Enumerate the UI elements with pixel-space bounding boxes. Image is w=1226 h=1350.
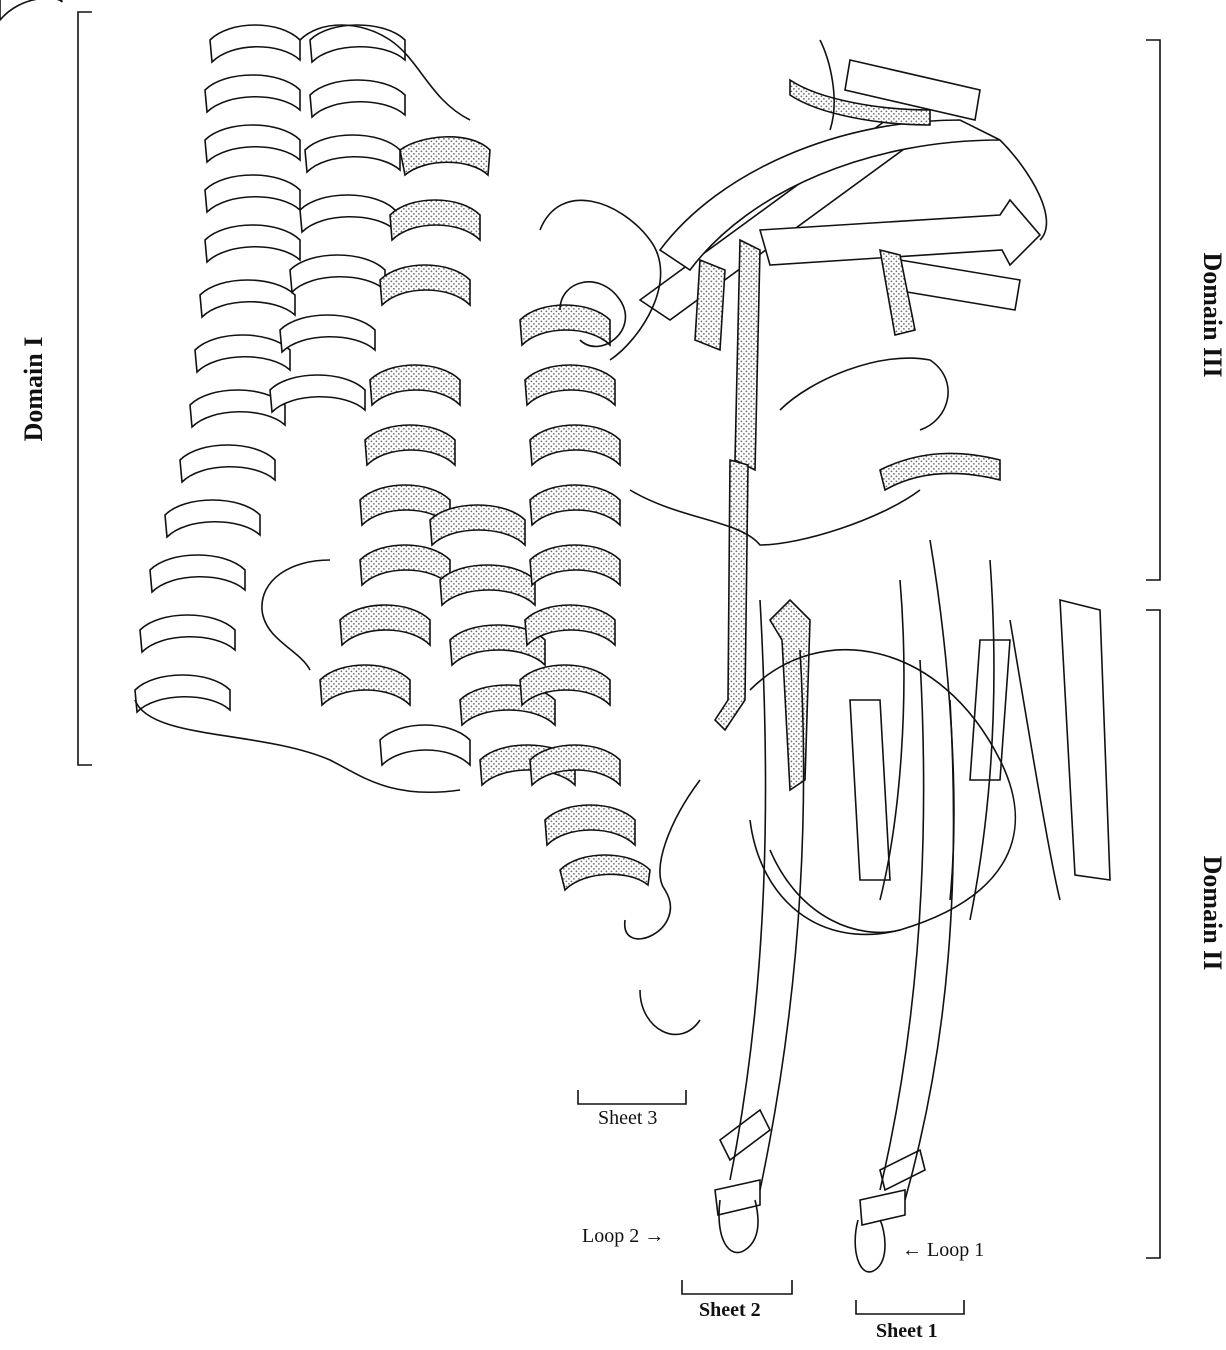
domain-1-label: Domain I — [21, 329, 47, 449]
sheet-1-strand-long-b — [905, 700, 954, 1200]
helix-stippled-1 — [320, 365, 470, 765]
bracket-domain-1 — [78, 12, 92, 765]
domain-3-loop-c — [630, 490, 920, 545]
strand-2j — [880, 1150, 925, 1190]
bracket-sheet-3 — [578, 1090, 686, 1104]
domain-1-helices — [0, 0, 650, 890]
strand-3j-stippled — [880, 453, 1000, 490]
domain-2-loop-lower — [640, 990, 700, 1034]
helix-stippled-3 — [520, 305, 650, 890]
sheet-1-label: Sheet 1 — [876, 1321, 938, 1341]
sheet-2-label: Sheet 2 — [699, 1300, 761, 1320]
strand-3e — [895, 260, 1020, 310]
domain-3-loop-e — [820, 40, 834, 130]
domain-1-loop-mid — [262, 560, 330, 670]
domain-2-loop-left — [625, 780, 700, 939]
loop-1-hairpin — [855, 1220, 885, 1272]
loop-1-label: ← Loop 1 — [902, 1240, 984, 1260]
strand-2k — [860, 1190, 905, 1225]
sheet-3-label: Sheet 3 — [598, 1108, 657, 1128]
domain-3-loop-d — [780, 358, 948, 430]
helix-coil-template — [0, 0, 62, 20]
strand-2a — [850, 700, 890, 880]
helix-outer-1 — [135, 25, 300, 712]
domain-2-label: Domain II — [1199, 843, 1225, 983]
domain-2-sheets — [625, 540, 1110, 1272]
strand-2i — [715, 1180, 760, 1215]
bracket-domain-2 — [1146, 610, 1160, 1258]
strand-3f-stippled — [735, 240, 760, 470]
loop-2-label: Loop 2 → — [582, 1226, 664, 1246]
strand-3k-stippled — [715, 460, 748, 730]
domain-3-label: Domain III — [1199, 245, 1225, 385]
strand-2c — [970, 640, 1010, 780]
bracket-sheet-2 — [682, 1280, 792, 1294]
domain-3-sheets — [540, 40, 1046, 790]
bracket-domain-3 — [1146, 40, 1160, 580]
strand-3g-stippled — [695, 260, 725, 350]
strand-2b — [1060, 600, 1110, 880]
strand-2h — [720, 1110, 770, 1160]
strand-2g — [1010, 620, 1060, 900]
bracket-sheet-1 — [856, 1300, 964, 1314]
